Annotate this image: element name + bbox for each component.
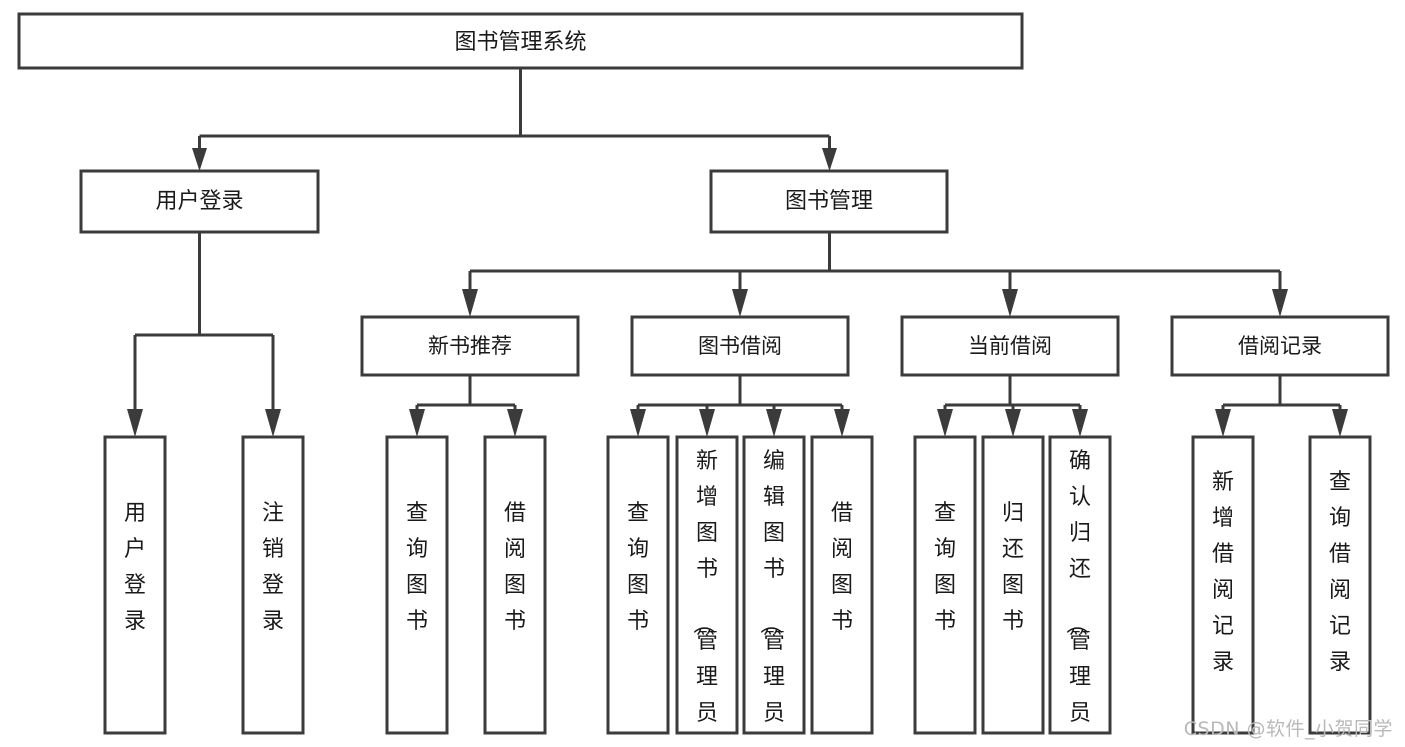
node-user-login[interactable]: 用户登录 (79, 169, 320, 234)
node-borrow-record-label: 借阅记录 (1238, 334, 1322, 358)
leaf-return-book-label: 归还图书 (1002, 501, 1024, 634)
arrow-head-leaf-confirm-return (1072, 409, 1088, 437)
arrow-head-leaf-add-book (699, 409, 715, 437)
leaf-borrow-book-1-label: 借阅图书 (504, 501, 526, 634)
node-borrow-record-box[interactable] (1170, 315, 1390, 377)
node-new-book-rec[interactable]: 新书推荐 (360, 315, 580, 377)
leaf-query-record[interactable]: 查询借阅记录 (1308, 435, 1372, 735)
leaf-confirm-return-box[interactable] (1048, 435, 1112, 735)
arrow-head-leaf-query-record (1332, 409, 1348, 437)
arrow-head-leaf-return-book (1005, 409, 1021, 437)
node-root-label: 图书管理系统 (454, 30, 586, 55)
leaf-borrow-book-2-box[interactable] (810, 435, 874, 735)
node-book-borrow-box[interactable] (630, 315, 850, 377)
node-user-login-label: 用户登录 (155, 189, 243, 214)
node-book-manage[interactable]: 图书管理 (709, 169, 949, 234)
leaf-query-book-2-box[interactable] (606, 435, 670, 735)
leaf-borrow-book-1-box[interactable] (483, 435, 547, 735)
arrow-head-leaf-borrow-book-1 (507, 409, 523, 437)
connector-layer (127, 68, 1348, 437)
arrow-head-leaf-logout (265, 409, 281, 437)
arrow-head-leaf-borrow-book-2 (834, 409, 850, 437)
leaf-return-book-box[interactable] (981, 435, 1045, 735)
leaf-user-login[interactable]: 用户登录 (103, 435, 167, 735)
arrow-head-new-book-rec (462, 289, 478, 317)
node-book-manage-label: 图书管理 (785, 189, 873, 214)
leaf-return-book[interactable]: 归还图书 (981, 435, 1045, 735)
leaf-logout-box[interactable] (241, 435, 305, 735)
leaf-add-record-box[interactable] (1191, 435, 1255, 735)
node-current-borrow-label: 当前借阅 (968, 334, 1052, 358)
leaf-query-book-1[interactable]: 查询图书 (385, 435, 449, 735)
leaf-query-book-2[interactable]: 查询图书 (606, 435, 670, 735)
leaf-logout-label: 注销登录 (262, 501, 284, 634)
node-user-login-box[interactable] (79, 169, 320, 234)
node-new-book-rec-label: 新书推荐 (428, 334, 512, 358)
node-book-manage-box[interactable] (709, 169, 949, 234)
leaf-query-book-1-label: 查询图书 (406, 501, 428, 634)
arrow-head-current-borrow (1002, 289, 1018, 317)
leaf-borrow-book-2-label: 借阅图书 (831, 501, 853, 634)
arrow-head-leaf-query-book-1 (409, 409, 425, 437)
leaf-add-record[interactable]: 新增借阅记录 (1191, 435, 1255, 735)
leaf-edit-book-box[interactable] (742, 435, 806, 735)
arrow-head-user-login (192, 148, 207, 171)
arrow-head-book-manage (822, 148, 837, 171)
node-borrow-record[interactable]: 借阅记录 (1170, 315, 1390, 377)
leaf-query-record-box[interactable] (1308, 435, 1372, 735)
leaf-edit-book-label: 编辑图书（管理员） (757, 449, 785, 747)
leaf-edit-book[interactable]: 编辑图书（管理员） (742, 435, 806, 747)
node-root[interactable]: 图书管理系统 (17, 12, 1024, 70)
leaf-logout[interactable]: 注销登录 (241, 435, 305, 735)
leaf-confirm-return[interactable]: 确认归还（管理员） (1048, 435, 1112, 747)
arrow-head-leaf-query-book-2 (630, 409, 646, 437)
leaf-borrow-book-1[interactable]: 借阅图书 (483, 435, 547, 735)
leaf-confirm-return-label: 确认归还（管理员） (1063, 449, 1091, 747)
arrow-head-leaf-edit-book (766, 409, 782, 437)
leaf-user-login-label: 用户登录 (124, 501, 146, 634)
leaf-query-record-label: 查询借阅记录 (1329, 470, 1351, 675)
leaf-query-book-3-label: 查询图书 (934, 501, 956, 634)
leaf-query-book-3-box[interactable] (913, 435, 977, 735)
leaf-add-book[interactable]: 新增图书（管理员） (675, 435, 739, 747)
arrow-head-leaf-add-record (1215, 409, 1231, 437)
node-current-borrow-box[interactable] (900, 315, 1120, 377)
leaf-query-book-1-box[interactable] (385, 435, 449, 735)
arrow-head-leaf-query-book-3 (937, 409, 953, 437)
leaf-user-login-box[interactable] (103, 435, 167, 735)
node-new-book-rec-box[interactable] (360, 315, 580, 377)
node-root-box[interactable] (17, 12, 1024, 70)
leaf-add-record-label: 新增借阅记录 (1212, 470, 1234, 675)
leaf-query-book-3[interactable]: 查询图书 (913, 435, 977, 735)
arrow-head-book-borrow (732, 289, 748, 317)
leaf-add-book-box[interactable] (675, 435, 739, 735)
arrow-head-leaf-user-login (127, 409, 143, 437)
arrow-head-borrow-record (1272, 289, 1288, 317)
leaf-query-book-2-label: 查询图书 (627, 501, 649, 634)
node-book-borrow[interactable]: 图书借阅 (630, 315, 850, 377)
leaf-add-book-label: 新增图书（管理员） (690, 449, 718, 747)
csdn-watermark: CSDN @软件_小贺同学 (1183, 718, 1393, 740)
node-book-borrow-label: 图书借阅 (698, 334, 782, 358)
leaf-borrow-book-2[interactable]: 借阅图书 (810, 435, 874, 735)
node-current-borrow[interactable]: 当前借阅 (900, 315, 1120, 377)
